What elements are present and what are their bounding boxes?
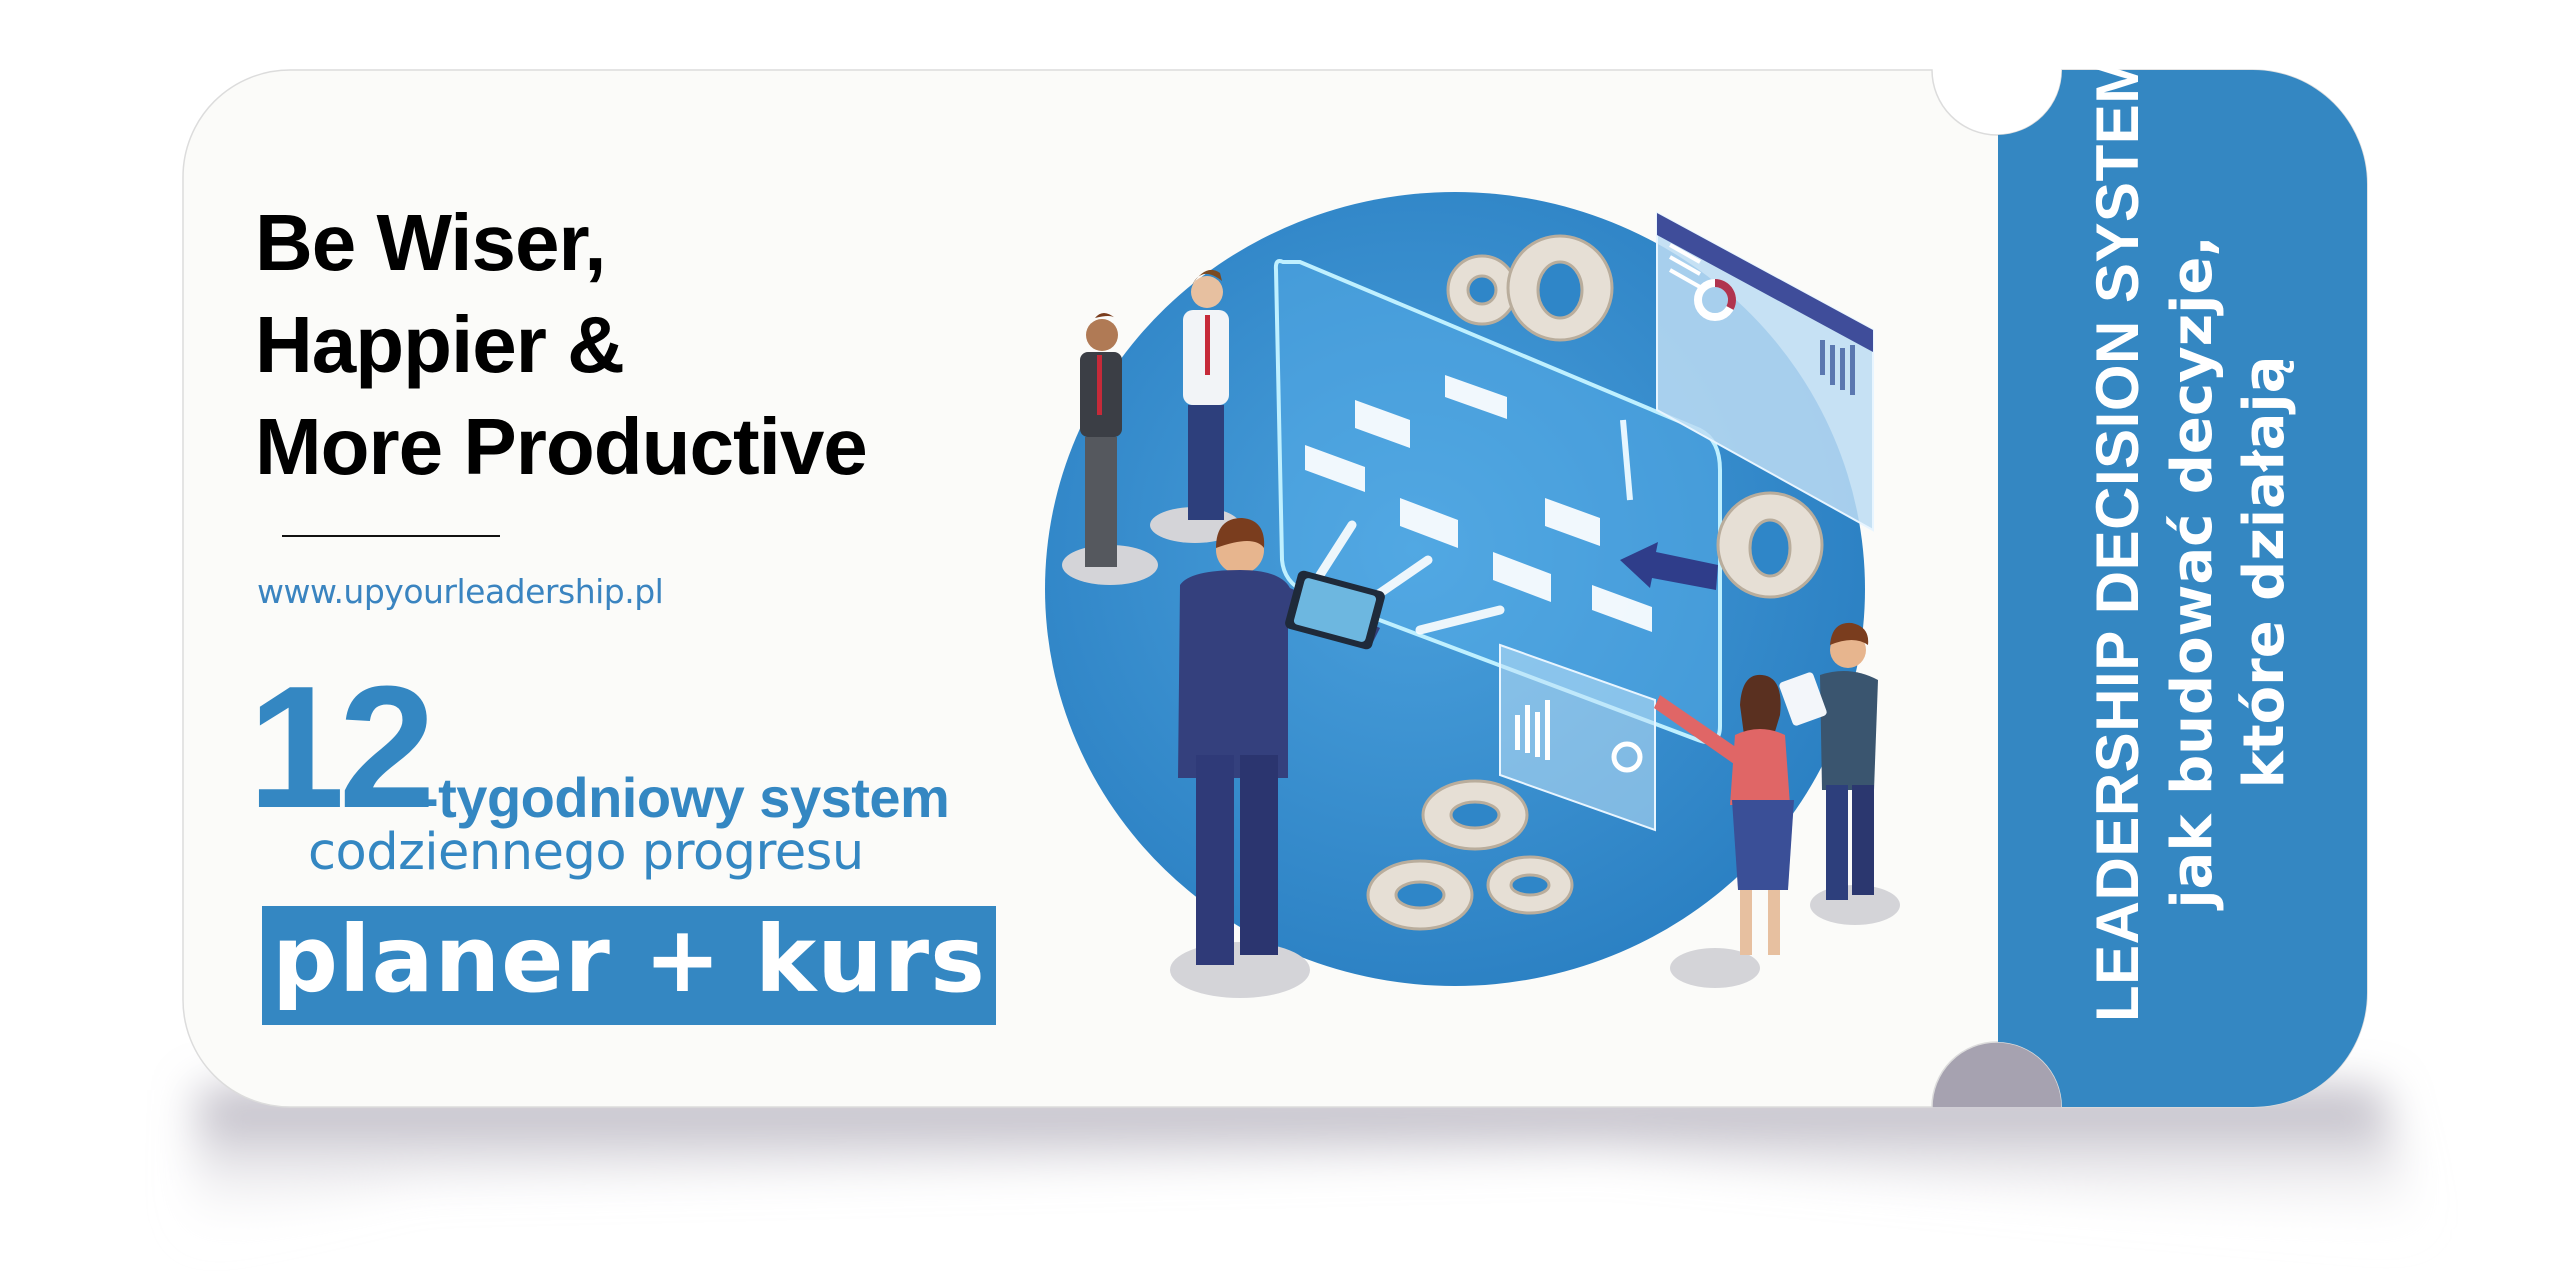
side-banner-line-3: które działają — [2232, 355, 2297, 789]
illustration — [1045, 192, 1900, 998]
headline-line-1: Be Wiser, — [255, 198, 606, 287]
chart-panel-icon — [1499, 643, 1656, 832]
program-subtitle: codziennego progresu — [308, 823, 864, 882]
side-banner-title: LEADERSHIP DECISION SYSTEMS: — [2084, 0, 2151, 1022]
headline-line-3: More Productive — [255, 402, 868, 491]
gears-icon — [1446, 234, 1824, 599]
dashboard-panel-icon — [1656, 211, 1874, 532]
side-banner: LEADERSHIP DECISION SYSTEMS: jak budować… — [2079, 0, 2301, 1022]
cta-label: planer + kurs — [272, 906, 986, 1013]
people-group-icon — [1062, 269, 1900, 998]
gears-bottom-icon — [1366, 779, 1574, 931]
headline-line-2: Happier & — [255, 300, 625, 389]
side-banner-background — [1998, 70, 2367, 1107]
divider — [282, 535, 500, 537]
website-link[interactable]: www.upyourleadership.pl — [257, 572, 664, 611]
program-title: -tygodniowy system — [420, 766, 950, 829]
week-count: 12 — [248, 649, 436, 844]
side-banner-line-2: jak budować decyzje, — [2160, 235, 2225, 909]
flowchart-screen-icon — [1273, 259, 1722, 745]
headline: Be Wiser, Happier & More Productive — [255, 192, 868, 498]
card-shadow — [190, 1042, 2420, 1240]
planer-kurs-button[interactable]: planer + kurs — [262, 906, 996, 1025]
